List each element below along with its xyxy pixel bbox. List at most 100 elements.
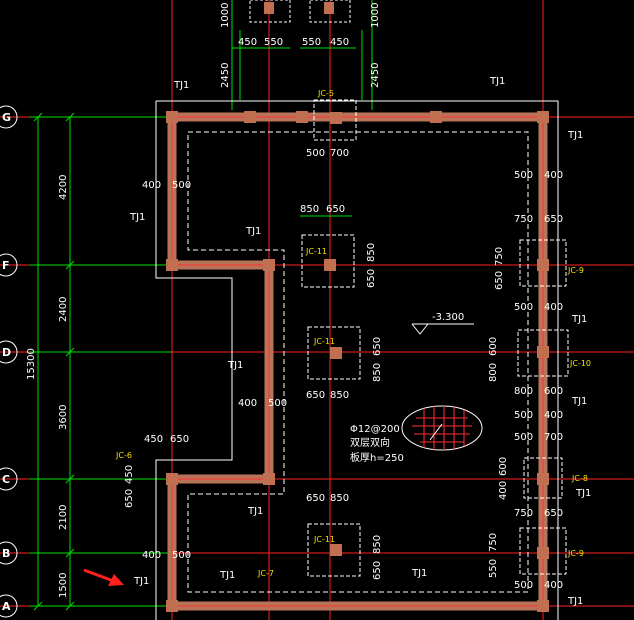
dim-500-l1: 500 [172,180,191,191]
label-jc9-upper: JC-9 [567,266,584,275]
dim-750-r5v: 750 [488,533,499,552]
dim-500-r4: 500 [514,432,533,443]
dim-500-l4: 500 [172,550,191,561]
top-dim-450-left: 450 [238,37,257,48]
dim-500-top: 500 [306,148,325,159]
top-dim-450-right: 450 [330,37,349,48]
column-jc5 [330,112,342,124]
dim-600-r2v: 600 [488,337,499,356]
slab-note-line3: 板厚h=250 [350,451,404,464]
dim-span-b-a: 1500 [58,573,69,598]
slab-note-leader [429,423,443,441]
dim-850-middle: 850 [330,390,349,401]
label-tj1-14: TJ1 [567,596,583,607]
dim-500-r3: 500 [514,410,533,421]
label-tj1-12: TJ1 [219,570,235,581]
label-tj1-1: TJ1 [173,80,189,91]
label-tj1-10: TJ1 [247,506,263,517]
right-footings [517,239,569,575]
dim-750-r1: 750 [514,214,533,225]
dim-850-middle-vert: 850 [372,363,383,382]
dim-450-l3v: 450 [124,465,135,484]
top-footings [249,0,351,23]
slab-rebar-mesh [412,406,472,450]
dim-650-l3: 650 [170,434,189,445]
slab-note-line1: Φ12@200 [350,424,400,435]
dim-650-r5: 650 [544,508,563,519]
label-jc7: JC-7 [257,569,274,578]
label-jc11-upper: JC-11 [305,247,327,256]
dim-400-r6: 400 [544,580,563,591]
label-jc5: JC-5 [317,89,334,98]
dim-650-lower-vert: 650 [372,561,383,580]
top-dim-550-left: 550 [264,37,283,48]
dim-500-r1: 500 [514,170,533,181]
footing-jc11-upper [301,234,355,288]
dim-650-middle-vert: 650 [372,337,383,356]
axis-label-f: F [2,259,10,272]
footing-jc11-middle [307,326,361,380]
dim-400-r4v: 400 [498,481,509,500]
label-jc10: JC-10 [569,359,591,368]
dim-400-r1: 400 [544,170,563,181]
label-tj1-5: TJ1 [245,226,261,237]
label-jc11-lower: JC-11 [313,535,335,544]
dim-750-r5: 750 [514,508,533,519]
dim-850-upper-vert: 850 [366,243,377,262]
red-arrow-icon [83,568,124,586]
dim-650-upper-vert: 650 [366,269,377,288]
slab-note-line2: 双层双向 [350,436,390,449]
label-jc6: JC-6 [115,451,132,460]
dim-500-r2: 500 [514,302,533,313]
dim-span-c-b: 2100 [58,505,69,530]
label-jc11-middle: JC-11 [313,337,335,346]
dim-650-lower: 650 [306,493,325,504]
label-jc9-lower: JC-9 [567,549,584,558]
dim-650-r1v: 650 [494,271,505,290]
label-tj1-9: TJ1 [575,488,591,499]
grid-lines-vertical [171,0,544,620]
dim-550-r5v: 550 [488,559,499,578]
dim-650-r1: 650 [544,214,563,225]
elevation-text: -3.300 [432,312,464,323]
top-dim-2450-left: 2450 [220,63,231,88]
label-tj1-8: TJ1 [571,396,587,407]
elevation-triangle [411,323,429,335]
dim-400-l2: 400 [238,398,257,409]
dim-span-f-d: 2400 [58,297,69,322]
label-tj1-3: TJ1 [567,130,583,141]
dim-600-r4v: 600 [498,457,509,476]
dim-650-l3v: 650 [124,489,135,508]
label-tj1-2: TJ1 [489,76,505,87]
footing-jc5-outline [313,99,357,141]
axis-label-d: D [2,346,11,359]
label-tj1-13: TJ1 [411,568,427,579]
footing-jc11-lower [307,523,361,577]
dim-400-r2: 400 [544,302,563,313]
axis-label-a: A [2,600,11,613]
dim-span-g-f: 4200 [58,175,69,200]
strip-footing-inner-outline [187,131,529,593]
dim-400-r3: 400 [544,410,563,421]
dim-850-upper: 850 [300,204,319,215]
dim-500-r6: 500 [514,580,533,591]
label-tj1-4: TJ1 [129,212,145,223]
top-dim-1000-left: 1000 [220,3,231,28]
left-dimension-chain [30,112,172,611]
dim-500-l2: 500 [268,398,287,409]
top-dim-2450-right: 2450 [370,63,381,88]
axis-label-b: B [2,547,10,560]
axis-label-g: G [2,111,11,124]
label-jc8: JC-8 [571,474,588,483]
dim-700-top: 700 [330,148,349,159]
label-tj1-7: TJ1 [571,314,587,325]
wall-columns [166,111,549,612]
label-tj1-11: TJ1 [133,576,149,587]
dim-700-r4: 700 [544,432,563,443]
dim-750-r1v: 750 [494,247,505,266]
strip-footing-outer-outline [155,100,559,620]
dim-span-d-c: 3600 [58,405,69,430]
dim-450-l3: 450 [144,434,163,445]
